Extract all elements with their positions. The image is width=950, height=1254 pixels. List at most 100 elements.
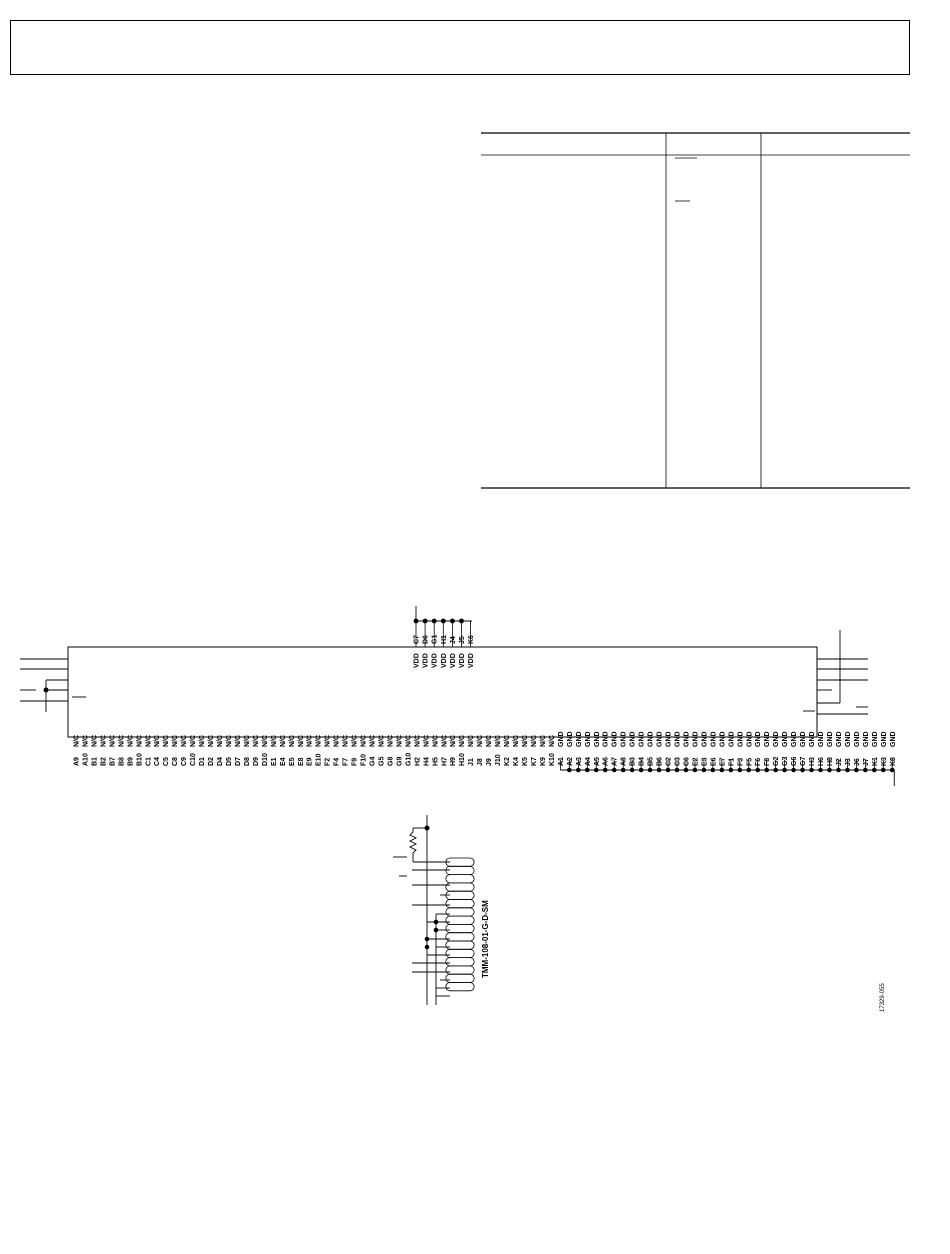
gnd-pin-number: C2 [666,757,673,766]
nc-pin-number: F9 [352,758,359,766]
gnd-pin-label: GND [594,731,601,747]
vdd-pin-number: C7 [414,635,421,644]
nc-pin-number: D2 [208,757,215,766]
connector-pin [450,899,475,909]
nc-pin-label: N/C [432,735,439,747]
connector-pin-end [445,907,451,917]
connector-part-number: TMM-108-01-G-D-SM [481,900,490,978]
gnd-pin-label: GND [854,731,861,747]
nc-pin-number: D10 [262,753,269,766]
connector-pin-end [445,874,451,884]
gnd-pin-label: GND [728,731,735,747]
gnd-pin-label: GND [701,731,708,747]
nc-pin-label: N/C [127,735,134,747]
vdd-pin-number: G1 [432,635,439,644]
nc-pin-number: B1 [91,757,98,766]
nc-pin-number: A9 [74,757,81,766]
vdd-pin-label: VDD [432,653,439,668]
gnd-pin-number: A4 [585,757,592,766]
nc-pin-label: N/C [217,735,224,747]
gnd-pin-number: K8 [890,757,897,766]
nc-pin-label: N/C [91,735,98,747]
nc-pin-number: B7 [109,757,116,766]
gnd-pin-number: B4 [639,757,646,766]
nc-pin-number: G10 [405,753,412,766]
nc-pin-number: G5 [378,757,385,766]
vdd-pin-label: VDD [414,653,421,668]
left-wiring [20,658,86,712]
nc-pin-number: H10 [459,753,466,766]
gnd-pin-label: GND [800,731,807,747]
nc-pin-number: C4 [154,757,161,766]
nc-pin-number: E10 [316,753,323,766]
nc-pin-number: B8 [118,757,125,766]
gnd-pin-label: GND [603,731,610,747]
vdd-pin-number: D6 [423,635,430,644]
vdd-junction [431,618,437,624]
nc-pin-number: D4 [217,757,224,766]
nc-pin-label: N/C [504,735,511,747]
nc-pin-label: N/C [423,735,430,747]
nc-pin-label: N/C [271,735,278,747]
nc-pin-label: N/C [244,735,251,747]
gnd-pin-number: E2 [692,757,699,766]
gnd-pin-label: GND [827,731,834,747]
nc-pin-number: K7 [531,757,538,766]
gnd-pin-label: GND [836,731,843,747]
nc-pin-number: K2 [504,757,511,766]
vdd-bus [413,606,472,647]
vdd-junction [450,618,455,624]
pin-table [481,132,910,489]
nc-pin-number: E9 [307,757,314,766]
gnd-pin-number: J2 [836,758,843,766]
gnd-pin-label: GND [818,731,825,747]
connector-pin [450,948,475,958]
nc-pin-number: G8 [387,757,394,766]
nc-pin-number: D9 [253,757,260,766]
nc-pin-number: H9 [450,757,457,766]
gnd-pin-label: GND [630,731,637,747]
nc-pin-number: J8 [477,758,484,766]
nc-pin-label: N/C [100,735,107,747]
connector-pin [450,915,475,925]
gnd-pin-label: GND [612,731,619,747]
connector-junction [424,944,430,950]
nc-pin-number: J10 [495,754,502,766]
nc-pin-number: H2 [414,757,421,766]
connector-pin-end [445,957,451,967]
gnd-pin-label: GND [710,731,717,747]
gnd-pin-label: GND [576,731,583,747]
connector-pin-end [445,982,451,992]
nc-pin-number: D7 [235,757,242,766]
gnd-pin-number: F1 [728,758,735,766]
nc-pin-label: N/C [549,735,556,747]
connector-pin-end [445,948,451,958]
gnd-pin-label: GND [621,731,628,747]
nc-pin-label: N/C [325,735,332,747]
connector-pin [450,882,475,892]
connector-pin [450,857,475,867]
connector-pin-end [445,924,451,934]
connector-pin [450,924,475,934]
nc-pin-label: N/C [118,735,125,747]
nc-pin-label: N/C [486,735,493,747]
nc-pin-label: N/C [145,735,152,747]
connector-junction [424,936,430,942]
nc-pin-label: N/C [190,735,197,747]
gnd-pin-label: GND [845,731,852,747]
nc-pin-label: N/C [316,735,323,747]
nc-pin-number: J1 [468,758,475,766]
right-wiring [803,630,868,715]
nc-pin-label: N/C [199,735,206,747]
connector-pin-end [445,932,451,942]
gnd-pin-label: GND [657,731,664,747]
nc-pin-number: K5 [522,757,529,766]
nc-pin-number: F2 [325,758,332,766]
nc-pin-number: K9 [540,757,547,766]
connector-pin [450,865,475,875]
gnd-pin-number: A3 [576,757,583,766]
nc-pin-label: N/C [109,735,116,747]
nc-pin-label: N/C [495,735,502,747]
gnd-pin-number: G2 [773,757,780,766]
